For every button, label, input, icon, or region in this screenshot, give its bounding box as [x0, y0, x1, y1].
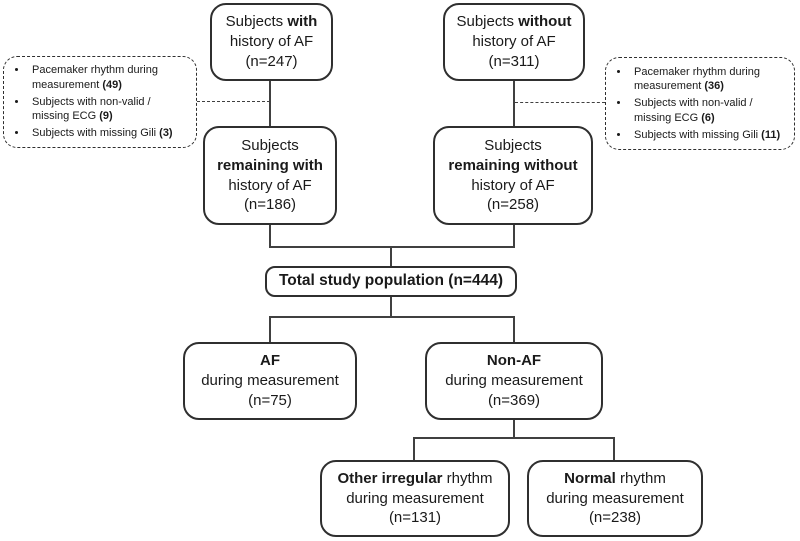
box-count: (n=247)	[245, 52, 298, 70]
exclusion-box-right: Pacemaker rhythm during measurement (36)…	[605, 57, 795, 150]
box-non-af-during-measurement: Non-AF during measurement (n=369)	[425, 342, 603, 420]
exclusion-item: Pacemaker rhythm during measurement (49)	[28, 63, 190, 92]
box-count: (n=131)	[388, 509, 442, 527]
exclusion-list: Pacemaker rhythm during measurement (49)…	[4, 57, 196, 146]
connector-line	[413, 437, 615, 439]
exclusion-connector-left	[197, 101, 270, 102]
box-line: Non-AF	[486, 352, 542, 370]
box-count: (n=238)	[588, 509, 642, 527]
box-line: during measurement	[546, 489, 684, 507]
box-remaining-with-history: Subjects remaining with history of AF (n…	[203, 126, 337, 225]
connector-line	[513, 81, 515, 126]
box-line: during measurement	[346, 489, 484, 507]
box-line: remaining without	[448, 156, 578, 174]
box-count: (n=311)	[488, 52, 540, 70]
box-normal-rhythm: Normal rhythm during measurement (n=238)	[527, 460, 703, 537]
connector-line	[269, 316, 515, 318]
box-line: Subjects without	[456, 13, 572, 31]
connector-line	[513, 225, 515, 248]
connector-line	[513, 318, 515, 342]
box-af-during-measurement: AF during measurement (n=75)	[183, 342, 357, 420]
box-line: Subjects	[484, 136, 542, 154]
exclusion-item: Subjects with missing Gili (3)	[28, 126, 190, 140]
connector-line	[413, 439, 415, 460]
connector-line	[269, 225, 271, 248]
connector-line	[390, 297, 392, 318]
box-total-population: Total study population (n=444)	[265, 266, 517, 297]
box-line: Other irregular rhythm	[337, 469, 493, 487]
exclusion-item: Subjects with missing Gili (11)	[630, 128, 788, 142]
box-line: AF	[260, 352, 280, 370]
connector-line	[269, 318, 271, 342]
box-line: history of AF	[229, 33, 314, 51]
box-subjects-without-history: Subjects without history of AF (n=311)	[443, 3, 585, 81]
box-count: (n=369)	[487, 391, 541, 409]
box-line: Subjects with	[225, 13, 318, 31]
box-line: during measurement	[445, 372, 583, 390]
box-line: history of AF	[472, 33, 556, 51]
exclusion-item: Pacemaker rhythm during measurement (36)	[630, 65, 788, 94]
box-line: Total study population (n=444)	[278, 272, 504, 290]
exclusion-connector-right	[515, 102, 605, 103]
box-other-irregular-rhythm: Other irregular rhythm during measuremen…	[320, 460, 510, 537]
box-remaining-without-history: Subjects remaining without history of AF…	[433, 126, 593, 225]
box-line: history of AF	[228, 176, 312, 194]
box-count: (n=186)	[243, 196, 297, 214]
box-count: (n=75)	[248, 391, 292, 409]
exclusion-item: Subjects with non-valid / missing ECG (9…	[28, 95, 190, 124]
box-subjects-with-history: Subjects with history of AF (n=247)	[210, 3, 333, 81]
exclusion-list: Pacemaker rhythm during measurement (36)…	[606, 59, 794, 148]
connector-line	[390, 248, 392, 266]
exclusion-item: Subjects with non-valid / missing ECG (6…	[630, 96, 788, 125]
box-line: Subjects	[241, 136, 299, 154]
box-line: remaining with	[217, 156, 323, 174]
exclusion-box-left: Pacemaker rhythm during measurement (49)…	[3, 56, 197, 148]
box-line: during measurement	[201, 372, 339, 390]
box-line: Normal rhythm	[564, 469, 666, 487]
connector-line	[613, 439, 615, 460]
connector-line	[513, 420, 515, 438]
box-count: (n=258)	[486, 196, 540, 214]
box-line: history of AF	[471, 176, 555, 194]
connector-line	[269, 246, 515, 248]
connector-line	[269, 81, 271, 126]
